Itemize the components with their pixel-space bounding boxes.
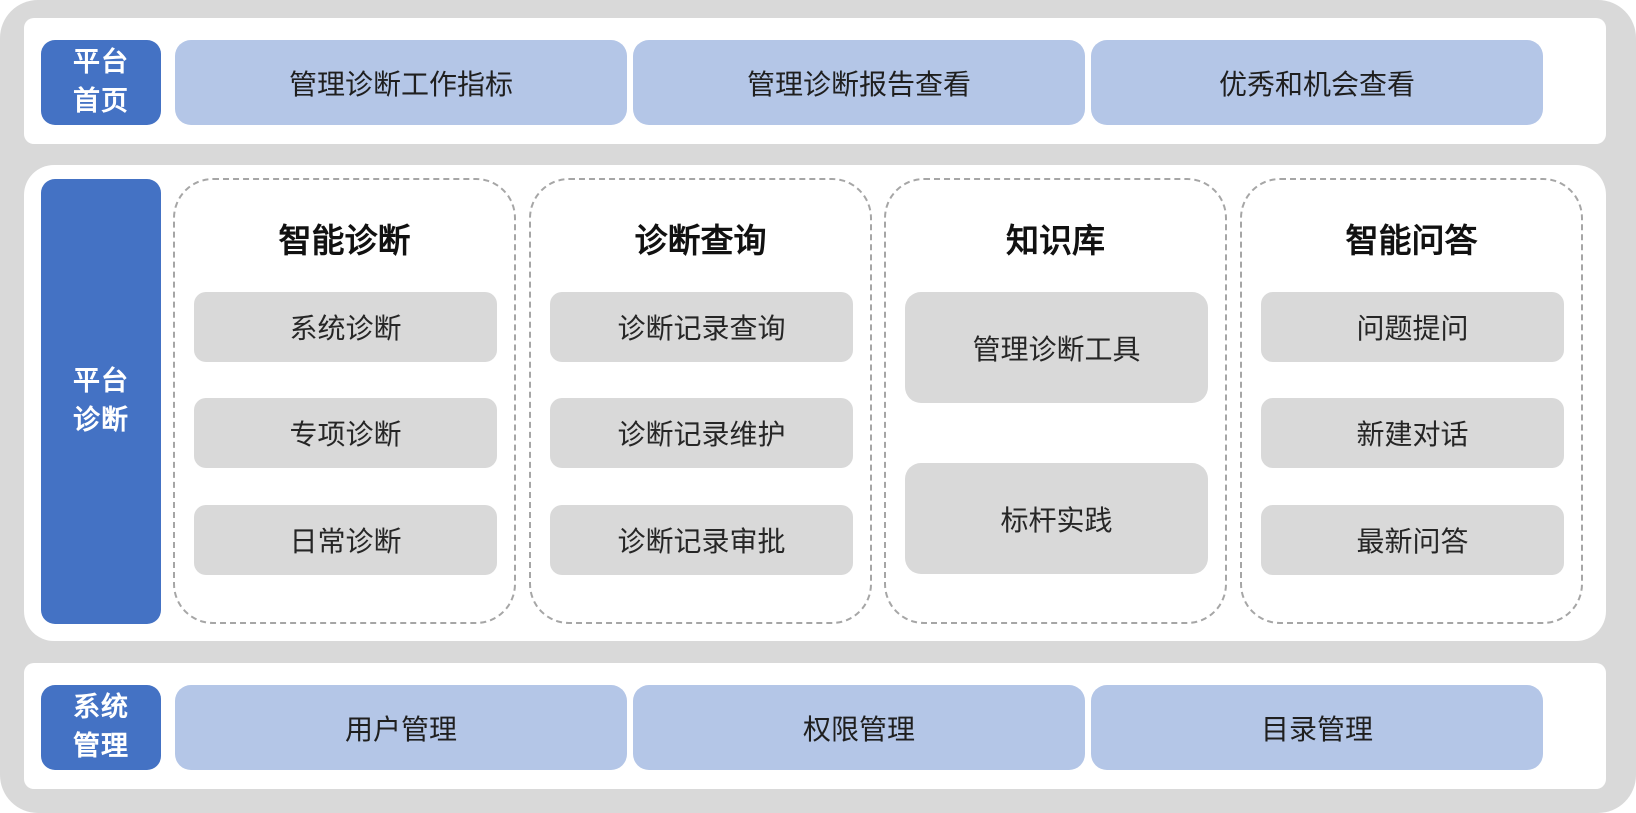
admin-tile-directory-management[interactable]: 目录管理 bbox=[1091, 685, 1543, 770]
menu-item-ask-question[interactable]: 问题提问 bbox=[1261, 292, 1564, 362]
system-management-label-line2: 管理 bbox=[73, 730, 129, 762]
menu-item-benchmark-practice[interactable]: 标杆实践 bbox=[905, 463, 1208, 574]
menu-item-system-diagnosis[interactable]: 系统诊断 bbox=[194, 292, 497, 362]
system-management-label-line1: 系统 bbox=[73, 692, 129, 724]
platform-home-label-line2: 首页 bbox=[73, 85, 129, 117]
column-smart-qa: 智能问答 问题提问 新建对话 最新问答 bbox=[1240, 178, 1583, 624]
home-tile-work-indicators[interactable]: 管理诊断工作指标 bbox=[175, 40, 627, 125]
system-management-label: 系统 管理 bbox=[41, 685, 161, 770]
platform-diagnosis-label-line2: 诊断 bbox=[73, 404, 129, 436]
home-tile-excellence-opportunity[interactable]: 优秀和机会查看 bbox=[1091, 40, 1543, 125]
menu-item-diagnosis-tools[interactable]: 管理诊断工具 bbox=[905, 292, 1208, 403]
platform-diagnosis-label-line1: 平台 bbox=[73, 366, 129, 398]
home-tile-report-view[interactable]: 管理诊断报告查看 bbox=[633, 40, 1085, 125]
column-title: 诊断查询 bbox=[634, 221, 767, 260]
menu-item-daily-diagnosis[interactable]: 日常诊断 bbox=[194, 505, 497, 575]
system-management-section: 系统 管理 用户管理 权限管理 目录管理 bbox=[24, 663, 1606, 789]
admin-tile-permission-management[interactable]: 权限管理 bbox=[633, 685, 1085, 770]
menu-item-latest-qa[interactable]: 最新问答 bbox=[1261, 505, 1564, 575]
platform-home-label: 平台 首页 bbox=[41, 40, 161, 125]
menu-item-record-query[interactable]: 诊断记录查询 bbox=[550, 292, 853, 362]
column-diagnosis-query: 诊断查询 诊断记录查询 诊断记录维护 诊断记录审批 bbox=[529, 178, 872, 624]
column-title: 智能问答 bbox=[1345, 221, 1478, 260]
menu-item-new-conversation[interactable]: 新建对话 bbox=[1261, 398, 1564, 468]
column-title: 智能诊断 bbox=[278, 221, 411, 260]
column-knowledge-base: 知识库 管理诊断工具 标杆实践 bbox=[884, 178, 1227, 624]
column-smart-diagnosis: 智能诊断 系统诊断 专项诊断 日常诊断 bbox=[173, 178, 516, 624]
platform-diagnosis-label: 平台 诊断 bbox=[41, 179, 161, 624]
menu-item-record-maintenance[interactable]: 诊断记录维护 bbox=[550, 398, 853, 468]
platform-home-section: 平台 首页 管理诊断工作指标 管理诊断报告查看 优秀和机会查看 bbox=[24, 18, 1606, 144]
column-title: 知识库 bbox=[1006, 221, 1105, 260]
menu-item-special-diagnosis[interactable]: 专项诊断 bbox=[194, 398, 497, 468]
platform-home-label-line1: 平台 bbox=[73, 47, 129, 79]
admin-tile-user-management[interactable]: 用户管理 bbox=[175, 685, 627, 770]
menu-item-record-approval[interactable]: 诊断记录审批 bbox=[550, 505, 853, 575]
platform-diagnosis-section: 平台 诊断 智能诊断 系统诊断 专项诊断 日常诊断 诊断查询 诊断记录查询 诊断… bbox=[24, 165, 1606, 641]
